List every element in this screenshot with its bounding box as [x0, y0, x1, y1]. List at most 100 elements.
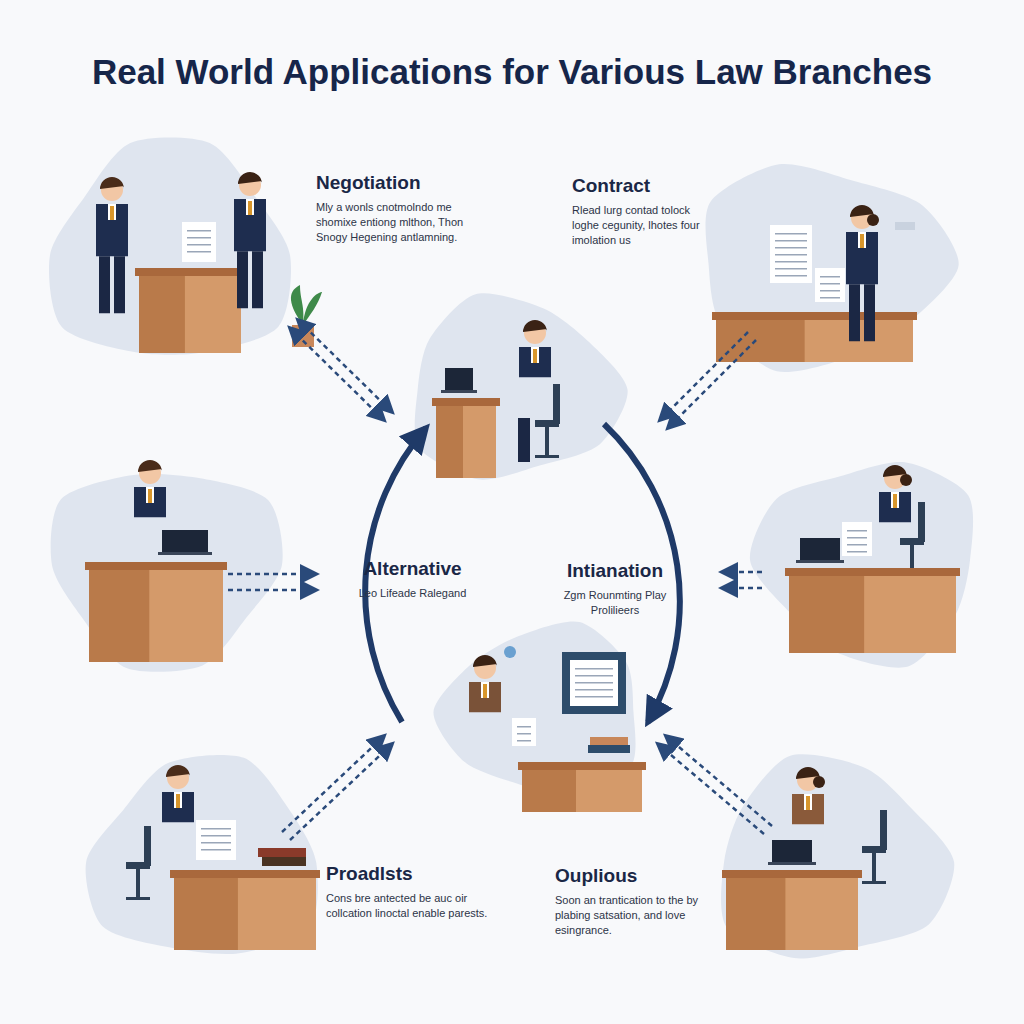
leg [864, 284, 875, 341]
paper-line [820, 290, 840, 292]
hair [473, 655, 497, 667]
dashed-arrow [722, 587, 762, 590]
shirt [146, 487, 154, 503]
laptop-screen [772, 840, 812, 862]
hair-bun [900, 474, 912, 486]
heading: Ouplious [555, 865, 720, 887]
tie [806, 796, 810, 810]
paper-line [187, 251, 211, 253]
tie [110, 206, 114, 220]
paper-line [575, 668, 613, 670]
torso [846, 232, 878, 284]
gear-icon [504, 646, 516, 658]
laptop-screen [445, 368, 473, 390]
hair [238, 172, 262, 184]
dashed-arrow [290, 744, 392, 840]
laptop-base [158, 552, 212, 555]
paper-line [575, 696, 613, 698]
tie [893, 494, 897, 508]
chair-base [126, 897, 150, 900]
paper [512, 718, 536, 746]
paper-line [201, 849, 231, 851]
torso [96, 204, 128, 256]
wall-switch [895, 222, 915, 230]
laptop-base [441, 390, 477, 393]
desk-top [722, 870, 862, 878]
hair [100, 177, 124, 189]
vignette-blob [750, 462, 973, 668]
description: Rlead lurg contad tolock loghe cegunity,… [572, 203, 712, 248]
shirt [108, 204, 116, 220]
paper-line [517, 740, 531, 742]
paper-line [517, 726, 531, 728]
heading: Intianation [545, 560, 685, 582]
paper-line [517, 733, 531, 735]
paper-line [201, 842, 231, 844]
leg [237, 251, 248, 308]
paper-line [847, 544, 867, 546]
hair [523, 320, 547, 332]
hair [166, 765, 190, 777]
label-block: AlternativeLeo Lifeade Ralegand [350, 558, 475, 601]
dashed-arrow [722, 571, 762, 574]
paper-line [775, 247, 807, 249]
desk-top [432, 398, 500, 406]
chair-base [535, 455, 559, 458]
paper [842, 522, 872, 556]
chair-leg [545, 427, 549, 457]
paper [196, 820, 236, 860]
description: Cons bre antected be auc oir collcation … [326, 891, 491, 921]
leg [252, 251, 263, 308]
label-block: ContractRlead lurg contad tolock loghe c… [572, 175, 712, 248]
pot [292, 325, 314, 347]
paper-line [775, 233, 807, 235]
chair-back [553, 384, 560, 424]
dashed-arrow [290, 328, 384, 420]
laptop-screen [162, 530, 208, 552]
title: Real World Applications for Various Law … [0, 52, 1024, 92]
vignette-blob [415, 293, 628, 479]
tie [483, 684, 487, 698]
dashed-arrow [658, 744, 764, 834]
paper-line [575, 689, 613, 691]
desk-side [139, 276, 185, 353]
desk [174, 878, 316, 950]
label-block: NegotiationMly a wonls cnotmolndo me sho… [316, 172, 494, 245]
desk-top [518, 762, 646, 770]
leg [114, 256, 125, 313]
paper-line [775, 240, 807, 242]
paper-line [201, 828, 231, 830]
paper-line [847, 551, 867, 553]
desk [89, 570, 223, 662]
chair-leg [872, 853, 876, 883]
description: Leo Lifeade Ralegand [350, 586, 475, 601]
paper-line [820, 276, 840, 278]
paper-line [820, 297, 840, 299]
desk [139, 276, 241, 353]
desk [436, 406, 496, 478]
leg [518, 418, 530, 462]
paper [570, 660, 618, 706]
torso [519, 347, 551, 377]
desk [522, 770, 642, 812]
label-block: OupliousSoon an trantication to the by p… [555, 865, 720, 938]
tie [248, 201, 252, 215]
paper-line [187, 230, 211, 232]
shirt [481, 682, 489, 698]
paper-line [775, 261, 807, 263]
dashed-arrow [228, 573, 316, 576]
paper [815, 268, 845, 302]
description: Mly a wonls cnotmolndo me shomixe ention… [316, 200, 494, 245]
dashed-arrow [660, 332, 748, 420]
label-block: ProadlstsCons bre antected be auc oir co… [326, 863, 491, 921]
vignette-blob [721, 754, 954, 958]
torso [469, 682, 501, 712]
desk-side [726, 878, 785, 950]
desk-side [716, 320, 805, 362]
paper-line [847, 537, 867, 539]
book [588, 745, 630, 753]
heading: Negotiation [316, 172, 494, 194]
desk-top [785, 568, 960, 576]
desk-top [135, 268, 245, 276]
